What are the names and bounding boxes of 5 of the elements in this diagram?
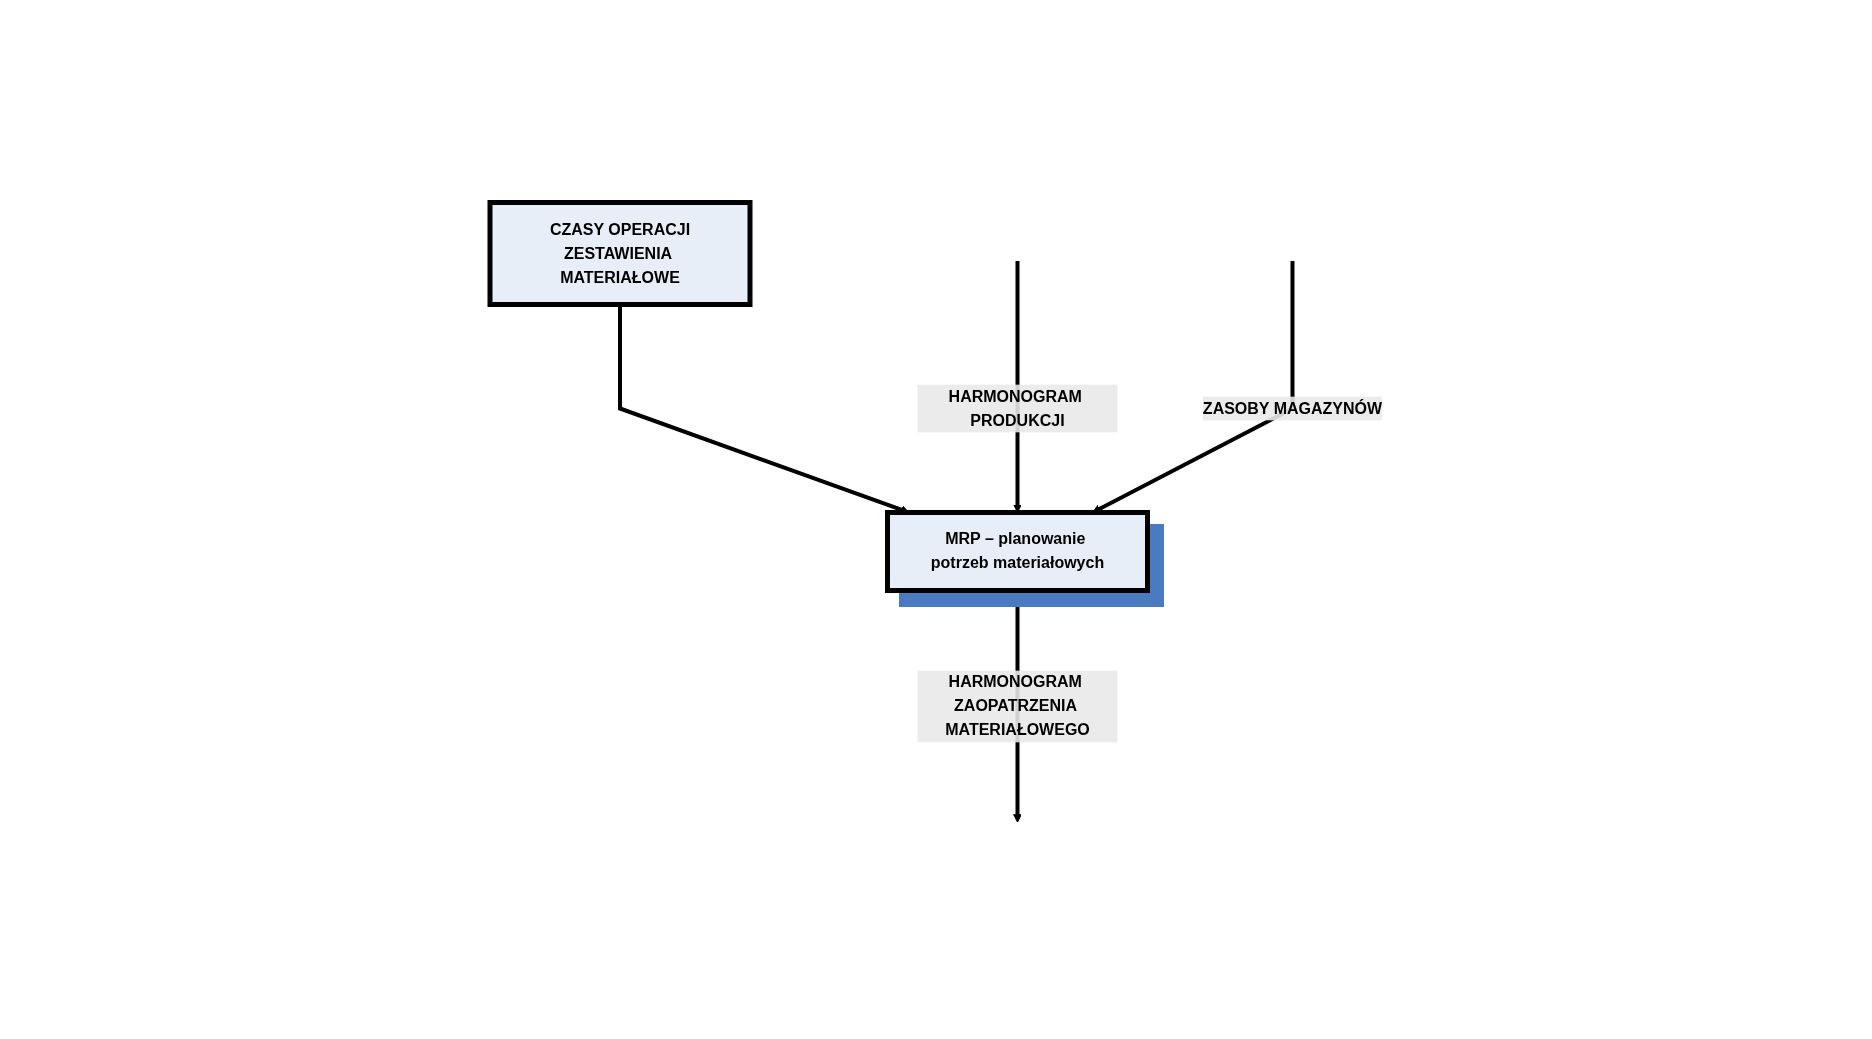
node-box: CZASY OPERACJI ZESTAWIENIA MATERIAŁOWE bbox=[487, 199, 753, 307]
node-box: MRP – planowanie potrzeb materiałowych bbox=[884, 509, 1150, 593]
edge-label: ZASOBY MAGAZYNÓW bbox=[1202, 399, 1383, 416]
edge-label: HARMONOGRAM PRODUKCJI bbox=[948, 387, 1082, 428]
edge-label: HARMONOGRAM ZAOPATRZENIA MATERIAŁOWEGO bbox=[945, 673, 1090, 738]
